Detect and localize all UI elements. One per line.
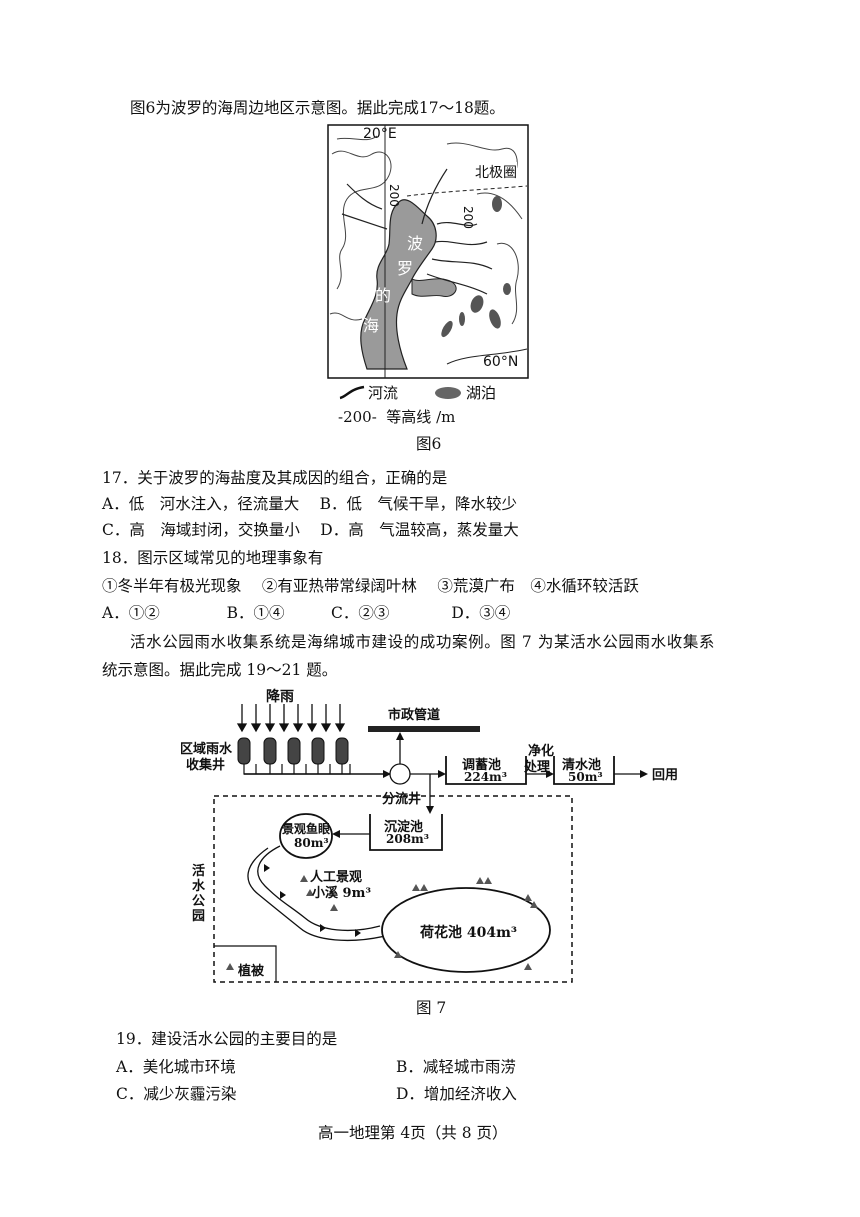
clear-pool-label: 清水池 — [562, 758, 602, 773]
lon-label: 20°E — [363, 126, 397, 142]
q19-option-c: C．减少灰霾污染 — [116, 1085, 237, 1103]
fisheye-volume: 80m³ — [294, 836, 329, 850]
contour-label-2: 200 — [387, 184, 401, 207]
legend-river-label: 河流 — [368, 384, 399, 402]
contour-label-1: 200 — [461, 206, 475, 229]
vegetation-legend-label: 植被 — [238, 964, 265, 979]
q18-items: ①冬半年有极光现象 ②有亚热带常绿阔叶林 ③荒漠广布 ④水循环较活跃 — [102, 577, 639, 595]
purify-label-2: 处理 — [524, 760, 551, 775]
q17-options-ab: A．低 河水注入，径流量大 B．低 气候干旱，降水较少 — [102, 495, 518, 513]
page-footer: 高一地理第 4页（共 8 页） — [318, 1124, 508, 1142]
q19-option-a: A．美化城市环境 — [116, 1058, 236, 1076]
q17-stem: 17．关于波罗的海盐度及其成因的组合，正确的是 — [102, 469, 448, 487]
arctic-circle-label: 北极圈 — [475, 162, 517, 182]
park-label: 活 水 公 园 — [192, 864, 206, 924]
q18-stem: 18．图示区域常见的地理事象有 — [102, 549, 324, 567]
settle-tank-label: 沉淀池 — [384, 820, 424, 835]
split-well-label: 分流井 — [382, 792, 422, 807]
map-legend: 河流 湖泊 -200- 等高线 /m — [338, 382, 538, 426]
legend-lake-label: 湖泊 — [466, 384, 497, 402]
lake-legend-icon — [435, 387, 461, 399]
stream-label-2: 小溪 9m³ — [312, 886, 372, 901]
fig6-caption: 图6 — [416, 435, 442, 453]
fisheye-label: 景观鱼眼 — [282, 822, 331, 836]
q17-options-cd: C．高 海域封闭，交换量小 D．高 气温较高，蒸发量大 — [102, 521, 519, 539]
rainwater-diagram-graphic — [213, 704, 648, 983]
reuse-label: 回用 — [652, 768, 679, 783]
q19-option-b: B．减轻城市雨涝 — [396, 1058, 516, 1076]
sea-char-2: 罗 — [397, 259, 414, 278]
well-label-2: 收集井 — [186, 758, 226, 773]
sea-char-4: 海 — [363, 316, 380, 335]
fig7-caption: 图 7 — [416, 999, 447, 1017]
storage-label: 调蓄池 — [462, 758, 502, 773]
stream-label-1: 人工景观 — [310, 870, 363, 885]
clear-pool-volume: 50m³ — [568, 770, 603, 784]
intro-fig7-line1: 活水公园雨水收集系统是海绵城市建设的成功案例。图 7 为某活水公园雨水收集系 — [130, 633, 716, 651]
storage-volume: 224m³ — [464, 770, 508, 784]
q19-option-d: D．增加经济收入 — [396, 1085, 517, 1103]
purify-label-1: 净化 — [528, 744, 555, 759]
lat-label: 60°N — [483, 354, 519, 370]
river-legend-icon — [339, 385, 365, 400]
sea-char-1: 波 — [407, 234, 424, 253]
well-label-1: 区域雨水 — [180, 742, 233, 757]
intro-fig7-line2: 统示意图。据此完成 19～21 题。 — [102, 661, 338, 679]
q19-stem: 19．建设活水公园的主要目的是 — [116, 1030, 338, 1048]
q18-options: A．①② B．①④ C．②③ D．③④ — [102, 604, 511, 622]
intro-fig6: 图6为波罗的海周边地区示意图。据此完成17～18题。 — [130, 99, 505, 117]
sea-char-3: 的 — [375, 286, 392, 305]
rainwater-diagram: 降雨 区域雨水 收集井 市政管道 分流井 调蓄池 224m³ 净化 处理 清水池… — [180, 686, 700, 986]
lotus-pond-label: 荷花池 404m³ — [420, 925, 518, 941]
legend-contour-label: -200- 等高线 /m — [338, 408, 456, 426]
municipal-pipe-label: 市政管道 — [388, 708, 441, 723]
baltic-map: 20°E 北极圈 200 200 波 罗 的 海 60°N — [327, 124, 529, 379]
settle-tank-volume: 208m³ — [386, 832, 430, 846]
rain-label: 降雨 — [266, 689, 294, 705]
